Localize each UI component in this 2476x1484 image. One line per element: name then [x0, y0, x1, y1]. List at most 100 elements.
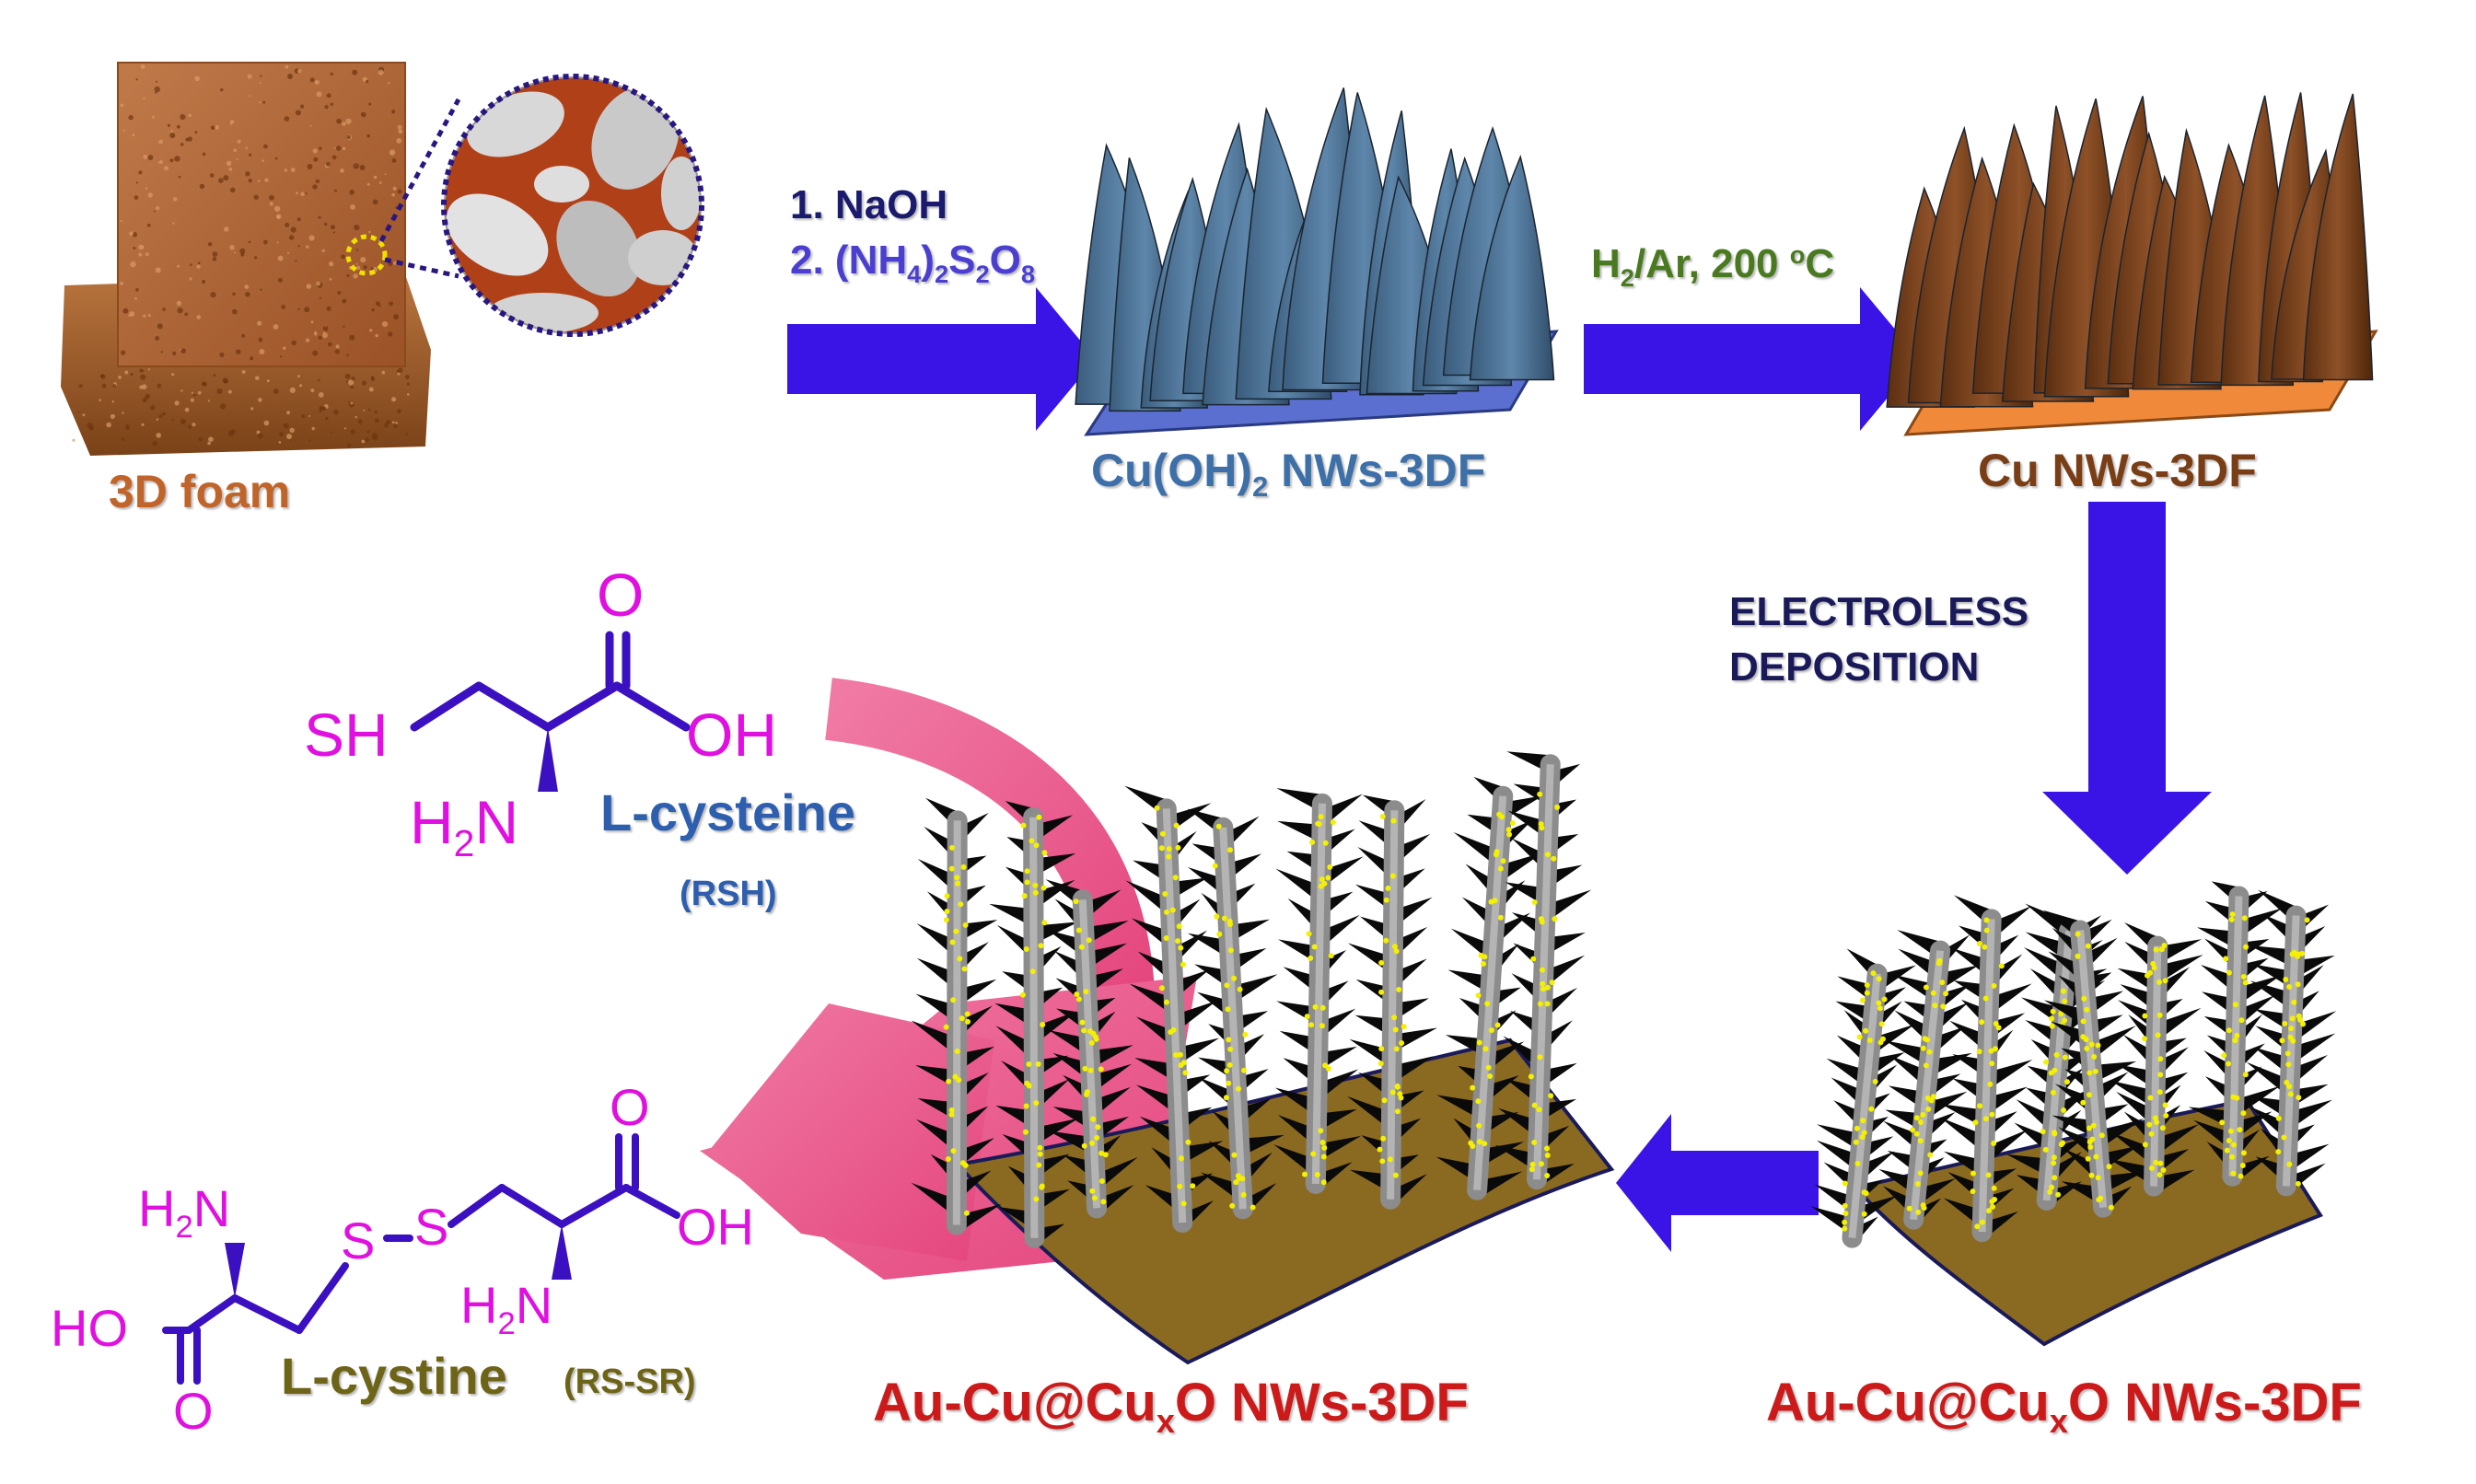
foam-pore	[316, 91, 322, 98]
foam-pore	[393, 423, 398, 428]
foam-pore	[276, 241, 279, 244]
foam-pore	[177, 264, 180, 268]
foam-zoom-marker	[345, 234, 388, 276]
cystine-wedge-left	[225, 1243, 245, 1298]
foam-pore	[226, 160, 232, 167]
foam-pore	[319, 296, 321, 299]
foam-pore	[366, 182, 370, 186]
foam-pore	[101, 383, 107, 388]
foam-pore	[318, 335, 322, 340]
foam-pore	[283, 423, 286, 426]
foam-pore	[164, 166, 169, 171]
foam-pore	[319, 405, 324, 411]
foam-pore	[237, 139, 241, 144]
foam-pore	[326, 306, 331, 311]
foam-pore	[329, 261, 334, 267]
foam-pore	[325, 416, 329, 421]
foam-pore	[308, 439, 311, 442]
foam-pore	[371, 433, 378, 439]
foam-pore	[229, 120, 235, 124]
foam-pore	[286, 434, 292, 440]
foam-pore	[397, 372, 401, 376]
foam-pore	[233, 148, 238, 153]
foam-pore	[223, 175, 229, 181]
foam-pore	[284, 116, 290, 122]
electroless-label-1: ELECTROLESS	[1729, 589, 2029, 634]
foam-pore	[194, 75, 200, 82]
foam-pore	[300, 104, 305, 109]
foam-pore	[307, 164, 313, 169]
foam-pore	[290, 168, 296, 172]
foam-pore	[140, 64, 145, 69]
foam-pore	[273, 388, 279, 395]
foam-pore	[241, 370, 246, 374]
foam-pore	[324, 222, 328, 226]
foam-pore	[397, 409, 401, 413]
foam-pore	[110, 413, 115, 419]
foam-pore	[388, 331, 393, 337]
foam-pore	[118, 376, 122, 379]
foam-pore	[337, 291, 342, 295]
foam-pore	[350, 429, 355, 435]
foam-pore	[395, 422, 398, 424]
foam-pore	[185, 137, 190, 142]
foam-pore	[207, 400, 210, 402]
foam-pore	[309, 77, 315, 83]
foam-pore	[350, 385, 355, 389]
foam-pore	[239, 248, 246, 254]
foam-pore	[141, 423, 145, 426]
arrow-step-2	[1584, 287, 1920, 431]
foam-pore	[330, 102, 333, 106]
foam-pore	[249, 153, 252, 157]
foam-pore	[355, 265, 361, 271]
foam-pore	[368, 102, 372, 106]
foam-pore	[345, 118, 352, 124]
foam-pore	[150, 405, 156, 411]
foam-pore	[197, 261, 201, 265]
cu-nanowire	[2302, 93, 2374, 381]
foam-pore	[158, 139, 164, 145]
foam-pore	[220, 87, 224, 92]
foam-pore	[228, 167, 233, 171]
foam-pore	[306, 245, 309, 249]
foam-pore	[218, 178, 224, 183]
foam-pore	[210, 292, 216, 298]
foam-pore	[132, 133, 135, 137]
foam-pore	[374, 418, 379, 423]
cu-label: Cu NWs-3DF	[1978, 445, 2257, 496]
foam-pore	[255, 376, 260, 381]
foam-pore	[368, 408, 371, 412]
foam-pore	[263, 144, 268, 149]
cysteine-h2n: H2N	[410, 788, 519, 865]
foam-pore	[171, 373, 175, 377]
foam-pore	[77, 411, 80, 413]
foam-pore	[333, 410, 339, 415]
foam-pore	[147, 192, 153, 198]
foam-pore	[281, 305, 285, 309]
foam-pore	[388, 82, 390, 85]
foam-pore	[141, 245, 145, 249]
foam-pore	[348, 379, 355, 386]
foam-pore	[334, 189, 337, 192]
foam-pore	[365, 437, 369, 443]
foam-pore	[326, 93, 331, 99]
foam-pore	[130, 261, 136, 268]
foam-pore	[132, 232, 138, 238]
foam-pore	[366, 79, 369, 84]
foam-pore	[361, 439, 366, 444]
aucu-nanowire	[2246, 889, 2337, 1197]
foam-pore	[346, 273, 350, 277]
foam-pore	[269, 202, 273, 206]
cystine-h2n-left: H2N	[138, 1179, 231, 1246]
foam-pore	[99, 399, 102, 401]
foam-pore	[404, 375, 410, 379]
foam-pore	[143, 155, 148, 159]
foam-pore	[257, 320, 262, 326]
foam-pore	[263, 420, 270, 426]
foam-pore	[169, 133, 176, 139]
foam-pore	[349, 189, 355, 195]
foam-pore	[391, 192, 395, 197]
foam-pore	[280, 355, 283, 358]
foam-front-sheet	[118, 63, 405, 366]
foam-pore	[313, 157, 319, 162]
